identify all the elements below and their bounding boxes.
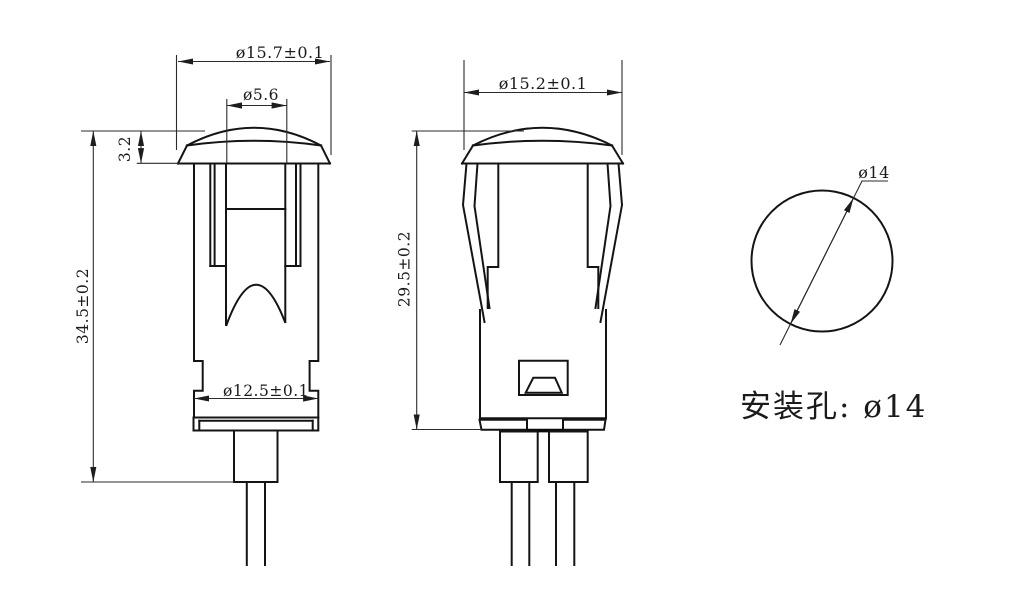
front-view: ø15.7±0.1 ø5.6 3.2 34.5±0.2 ø12.5±0.1 [74,43,332,566]
dim-total-height-label: 34.5±0.2 [74,268,92,344]
front-flange [192,416,320,432]
dim-cap-outer-dia-label: ø15.7±0.1 [236,43,325,62]
front-inner-sleeve [209,162,302,267]
dim-cap-height-label: 3.2 [116,136,134,162]
side-dimensions: ø15.2±0.1 29.5±0.2 [396,60,623,431]
side-wires [510,481,576,566]
mounting-hole-view: ø14 安装孔: ø14 [740,163,927,425]
dim-hole-dia-label: ø14 [858,163,890,182]
mounting-hole-circle [750,189,894,333]
mounting-hole-note: 安装孔: ø14 [740,389,927,425]
hole-diameter-leader: ø14 [779,163,890,346]
side-body [479,309,607,420]
front-terminal-block [233,429,279,483]
side-flange [478,418,607,433]
front-body [193,162,320,419]
side-cap [460,126,625,165]
side-terminal-blocks [499,430,589,483]
front-wire [245,481,266,566]
side-snap-wings [461,162,624,324]
front-cap [176,126,332,165]
front-dimensions: ø15.7±0.1 ø5.6 3.2 34.5±0.2 ø12.5±0.1 [74,43,332,483]
dim-lens-dia-label: ø5.6 [243,86,279,104]
dim-body-dia-label: ø12.5±0.1 [223,382,309,400]
dim-side-cap-dia-label: ø15.2±0.1 [499,74,588,93]
front-plunger [225,162,287,327]
side-view: ø15.2±0.1 29.5±0.2 [396,60,625,566]
dim-side-height-label: 29.5±0.2 [396,231,414,307]
